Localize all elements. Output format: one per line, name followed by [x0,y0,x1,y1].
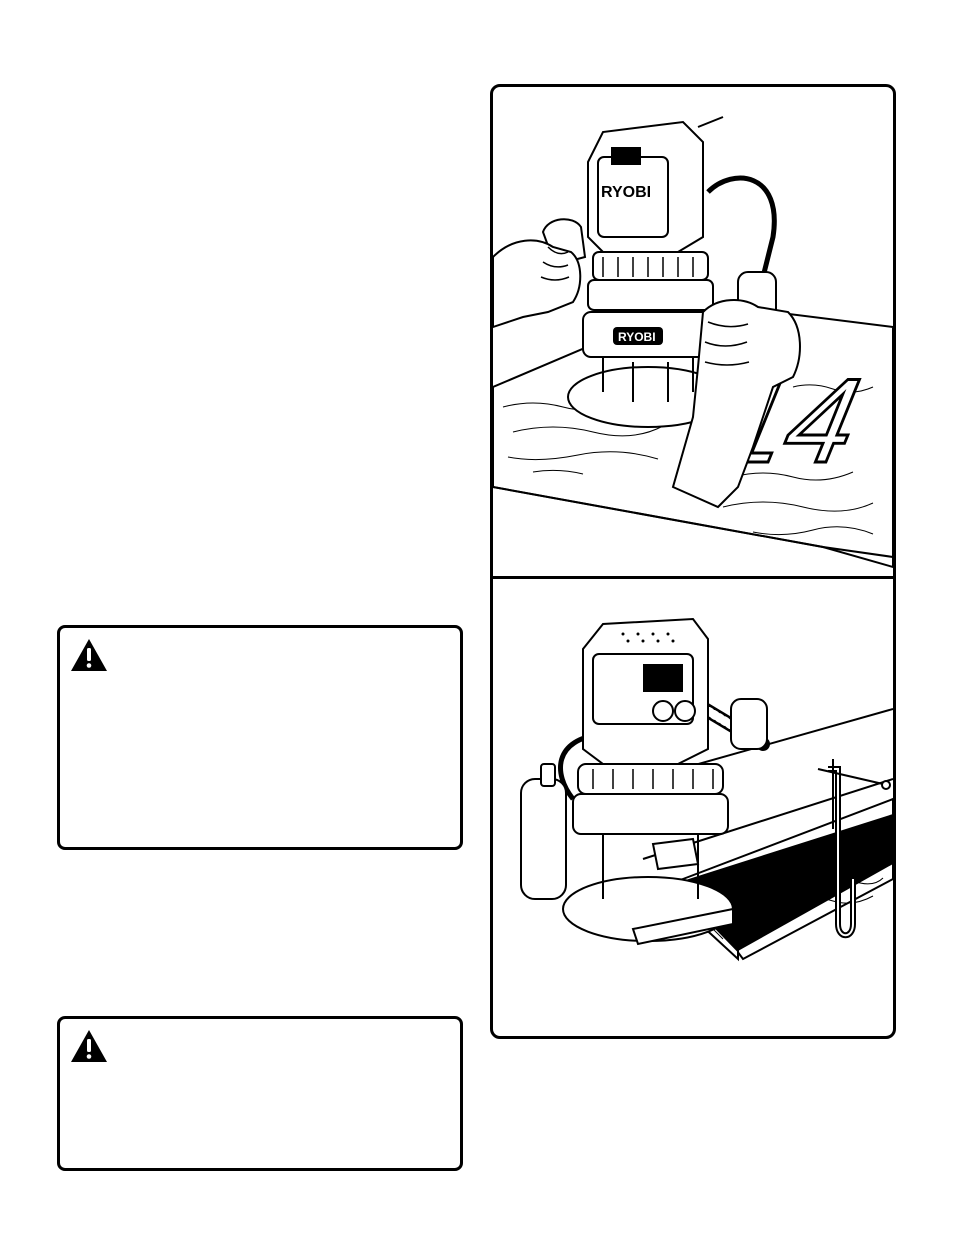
svg-text:RYOBI: RYOBI [618,330,656,344]
warning-box-1 [57,625,463,850]
illustration-frame: 14 RYOBI RY [490,84,896,1039]
brand-logo: RYOBI [601,184,651,201]
panel-divider [493,576,893,579]
warning-box-2 [57,1016,463,1171]
warning-triangle-icon [71,1030,107,1062]
warning-triangle-icon [71,639,107,671]
router-freehand-illustration: 14 RYOBI RY [493,87,893,576]
router-clamped-board-illustration [493,579,893,1036]
